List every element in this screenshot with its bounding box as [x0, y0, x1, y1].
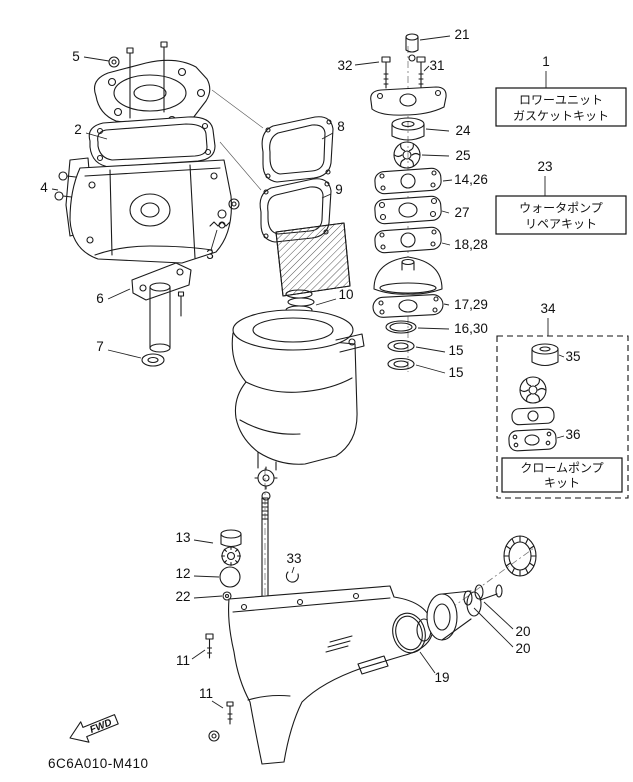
- kit-impeller: [519, 376, 547, 404]
- mount-grommet-5: [108, 56, 120, 68]
- kit-gasket: [511, 406, 555, 426]
- callout-16-30: 16,30: [454, 321, 488, 336]
- pinion-parts-13: [220, 529, 242, 567]
- callout-3: 3: [206, 247, 214, 262]
- callout-11a: 11: [176, 653, 190, 668]
- callout-25: 25: [455, 148, 470, 163]
- callout-15b: 15: [448, 365, 463, 380]
- callout-9: 9: [335, 182, 343, 197]
- oil-seal-15b: [387, 357, 415, 371]
- oil-seal-housing: [373, 256, 443, 295]
- callout-31: 31: [429, 58, 444, 73]
- gasket-18-28: [374, 226, 442, 254]
- callout-13: 13: [175, 530, 190, 545]
- bolt-11b: [226, 701, 234, 725]
- gasket-17-29: [372, 294, 444, 318]
- outer-plate-27: [374, 195, 442, 225]
- insert-cartridge-24: [391, 117, 425, 141]
- ring-nut: [503, 535, 537, 577]
- callout-17-29: 17,29: [454, 297, 488, 312]
- callout-12: 12: [175, 566, 190, 581]
- bolt-32: [381, 56, 391, 89]
- exhaust-gasket-9: [259, 178, 332, 243]
- kit34-line2: キット: [544, 476, 580, 490]
- driveshaft-housing: [231, 309, 365, 471]
- kit-box-chrome-pump: クロームポンプ キット: [496, 335, 629, 499]
- callout-1: 1: [542, 54, 550, 69]
- callout-20b: 20: [515, 641, 530, 656]
- kit-box-water-pump-repair: ウォータポンプ リペアキット: [495, 195, 627, 235]
- bolt-11a: [205, 633, 214, 659]
- oil-seal-15a: [387, 339, 415, 353]
- callout-11b: 11: [199, 686, 213, 701]
- exhaust-plate-drawing: [93, 41, 211, 127]
- impeller-25: [393, 141, 421, 169]
- oring-12: [219, 566, 241, 588]
- pump-base: [370, 86, 447, 116]
- oring-19: [392, 612, 426, 654]
- kit-cup-35: [531, 343, 559, 367]
- callout-4: 4: [40, 180, 48, 195]
- kit23-line2: リペアキット: [525, 217, 597, 231]
- exhaust-bracket-6: [131, 262, 192, 301]
- callout-22: 22: [175, 589, 190, 604]
- lower-casing-drawing: [228, 585, 434, 765]
- callout-21: 21: [454, 27, 469, 42]
- washer-22: [222, 591, 232, 601]
- exhaust-gasket-8: [261, 116, 334, 183]
- head-gasket-2: [88, 116, 216, 168]
- callout-35: 35: [565, 349, 580, 364]
- callout-32: 32: [337, 58, 352, 73]
- bearing-carrier: [426, 584, 503, 641]
- fwd-label: FWD: [88, 717, 113, 736]
- callout-7: 7: [96, 339, 104, 354]
- kit-plate-36: [508, 428, 557, 452]
- oring-16-30: [385, 320, 417, 334]
- kit1-line1: ロワーユニット: [519, 93, 603, 107]
- tube-seal-7: [141, 353, 165, 367]
- gasket-14-26: [374, 167, 442, 195]
- callout-15a: 15: [448, 343, 463, 358]
- fwd-arrow: FWD: [69, 714, 119, 743]
- water-tube-7: [149, 282, 185, 353]
- kit-box-lower-unit-gasket: ロワーユニット ガスケットキット: [495, 87, 627, 127]
- callout-10: 10: [338, 287, 353, 302]
- washers-20: [463, 584, 484, 606]
- callout-18-28: 18,28: [454, 237, 488, 252]
- callout-2: 2: [74, 122, 82, 137]
- muffler-block: [275, 222, 351, 297]
- seal-parts-3: [209, 198, 240, 227]
- circlip-33: [285, 571, 299, 583]
- part-21: [405, 33, 419, 62]
- drawing-code: 6C6A010-M410: [48, 756, 149, 771]
- callout-8: 8: [337, 119, 345, 134]
- grommet-11: [208, 730, 220, 742]
- kit23-line1: ウォータポンプ: [519, 201, 603, 215]
- bolt-31: [416, 56, 426, 89]
- callout-19: 19: [434, 670, 449, 685]
- callout-34: 34: [540, 301, 556, 316]
- kit34-line1: クロームポンプ: [520, 461, 603, 475]
- callout-27: 27: [454, 205, 469, 220]
- callout-14-26: 14,26: [454, 172, 488, 187]
- callout-24: 24: [455, 123, 471, 138]
- callout-23: 23: [537, 159, 552, 174]
- callout-6: 6: [96, 291, 104, 306]
- callout-36: 36: [565, 427, 580, 442]
- callout-20a: 20: [515, 624, 530, 639]
- coupler-gear: [254, 466, 278, 501]
- callouts-layer: 5 21 32 31 1 2 8 24 25 4 14,26 23 9 27 3…: [40, 27, 581, 709]
- callout-5: 5: [72, 49, 80, 64]
- callout-33: 33: [286, 551, 301, 566]
- construction-lines: [211, 46, 535, 645]
- kit1-line2: ガスケットキット: [513, 109, 609, 123]
